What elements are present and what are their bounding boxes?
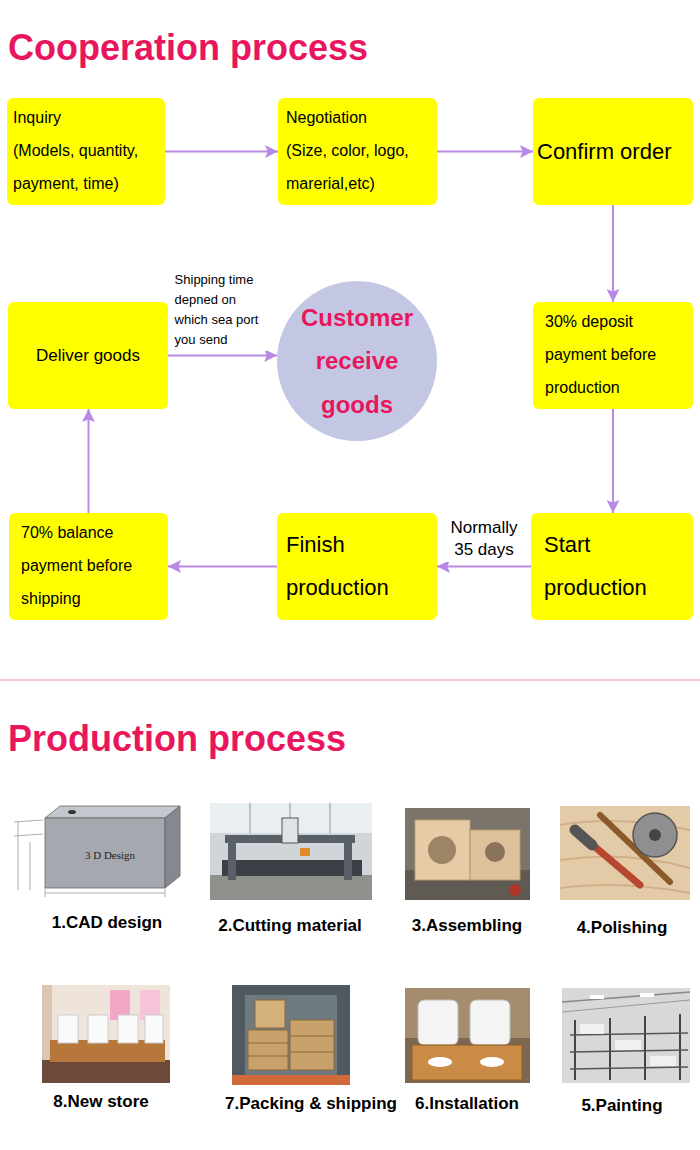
process-box: Inquiry(Models, quantity, payment, time) <box>7 98 165 205</box>
step-caption: 6.Installation <box>397 1094 537 1114</box>
box-heading: Start production <box>544 524 680 610</box>
box-heading: 70% balance payment before shipping <box>21 517 156 615</box>
arrow-label: Shipping time depned on which sea port y… <box>175 270 271 351</box>
box-heading: Inquiry <box>13 102 159 135</box>
flow-arrow <box>168 355 277 357</box>
packing-photo <box>232 985 350 1085</box>
circle-fill <box>277 281 437 441</box>
end-circle: Customer receive goods <box>277 281 437 441</box>
assembling-photo <box>405 808 530 900</box>
cutting-photo <box>210 803 372 900</box>
process-box: Confirm order <box>533 98 693 205</box>
box-heading: Customer receive goods <box>292 296 422 426</box>
flow-arrow <box>88 409 90 513</box>
page-title: Cooperation process <box>8 26 368 69</box>
step-caption: 2.Cutting material <box>200 916 380 936</box>
box-text: (Size, color, logo, marerial,etc) <box>286 135 429 201</box>
step-caption: 4.Polishing <box>547 918 697 938</box>
flow-arrow <box>612 409 614 513</box>
flow-arrow <box>168 566 277 568</box>
section-heading: Production process <box>8 717 408 760</box>
flow-arrow <box>165 151 278 153</box>
box-heading: 30% deposit payment before production <box>545 306 681 404</box>
step-caption: 8.New store <box>26 1092 176 1112</box>
drawing-text: 3 D Design <box>65 849 155 862</box>
box-heading: Finish production <box>286 524 428 610</box>
step-caption: 7.Packing & shipping <box>221 1094 401 1114</box>
installation-photo <box>405 988 530 1083</box>
step-caption: 5.Painting <box>552 1096 692 1116</box>
process-box: 30% deposit payment before production <box>533 302 693 409</box>
polishing-photo <box>560 806 690 900</box>
store-photo <box>42 985 170 1083</box>
process-box: Start production <box>531 513 693 620</box>
flow-arrow <box>437 566 531 568</box>
flow-arrow <box>612 205 614 302</box>
cad-drawing <box>12 800 180 900</box>
box-heading: Confirm order <box>537 135 689 168</box>
divider-line <box>0 679 700 681</box>
process-box: Negotiation(Size, color, logo, marerial,… <box>278 98 437 205</box>
process-box: 70% balance payment before shipping <box>9 513 168 620</box>
painting-photo <box>562 988 690 1083</box>
box-text: (Models, quantity, payment, time) <box>13 135 159 201</box>
step-caption: 3.Assembling <box>392 916 542 936</box>
process-box: Finish production <box>277 513 437 620</box>
box-heading: Negotiation <box>286 102 429 135</box>
process-box: Deliver goods <box>8 302 168 409</box>
arrow-label: Normally 35 days <box>444 517 524 561</box>
box-heading: Deliver goods <box>16 343 160 369</box>
flow-arrow <box>437 151 533 153</box>
step-caption: 1.CAD design <box>17 913 197 933</box>
